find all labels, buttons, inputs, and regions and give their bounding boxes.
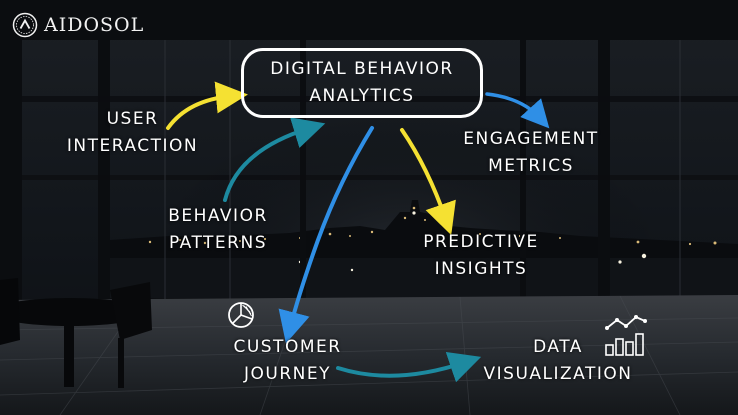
node-engagement-metrics-line-2: METRICS bbox=[488, 156, 574, 176]
arrow-data-visualization bbox=[336, 351, 482, 383]
brand-logo[interactable]: AIDOSOL bbox=[12, 12, 144, 38]
node-customer-journey-line-1: CUSTOMER bbox=[233, 337, 342, 357]
node-data-visualization-line-1: DATA bbox=[533, 337, 583, 357]
central-node-line-1: DIGITAL BEHAVIOR bbox=[270, 59, 454, 79]
brand-name: AIDOSOL bbox=[44, 14, 145, 36]
node-engagement-metrics: ENGAGEMENT METRICS bbox=[456, 126, 606, 180]
node-predictive-insights-line-2: INSIGHTS bbox=[434, 259, 528, 279]
arrow-behavior-patterns bbox=[223, 117, 326, 202]
node-predictive-insights-line-1: PREDICTIVE bbox=[423, 232, 539, 252]
aidosol-logo-icon bbox=[12, 12, 38, 38]
node-user-interaction-line-1: USER bbox=[106, 109, 159, 129]
node-customer-journey-line-2: JOURNEY bbox=[244, 364, 331, 384]
central-node-line-2: ANALYTICS bbox=[309, 86, 415, 106]
pie-chart-icon bbox=[228, 302, 254, 328]
node-user-interaction-line-2: INTERACTION bbox=[66, 136, 199, 156]
node-predictive-insights: PREDICTIVE INSIGHTS bbox=[416, 229, 546, 283]
arrow-predictive-insights bbox=[400, 128, 456, 236]
node-customer-journey: CUSTOMER JOURNEY bbox=[225, 334, 350, 388]
bar-line-chart-icon bbox=[605, 315, 647, 356]
node-user-interaction: USER INTERACTION bbox=[60, 106, 205, 160]
arrow-user-interaction bbox=[166, 81, 248, 130]
arrow-engagement-metrics bbox=[485, 92, 550, 129]
node-data-visualization-line-2: VISUALIZATION bbox=[483, 364, 633, 384]
node-engagement-metrics-line-1: ENGAGEMENT bbox=[463, 129, 599, 149]
node-behavior-patterns-line-2: PATTERNS bbox=[168, 233, 267, 253]
node-behavior-patterns-line-1: BEHAVIOR bbox=[168, 206, 268, 226]
central-node: DIGITAL BEHAVIOR ANALYTICS bbox=[241, 48, 483, 118]
arrow-customer-journey bbox=[278, 126, 374, 344]
node-data-visualization: DATA VISUALIZATION bbox=[474, 334, 642, 388]
node-behavior-patterns: BEHAVIOR PATTERNS bbox=[158, 203, 278, 257]
